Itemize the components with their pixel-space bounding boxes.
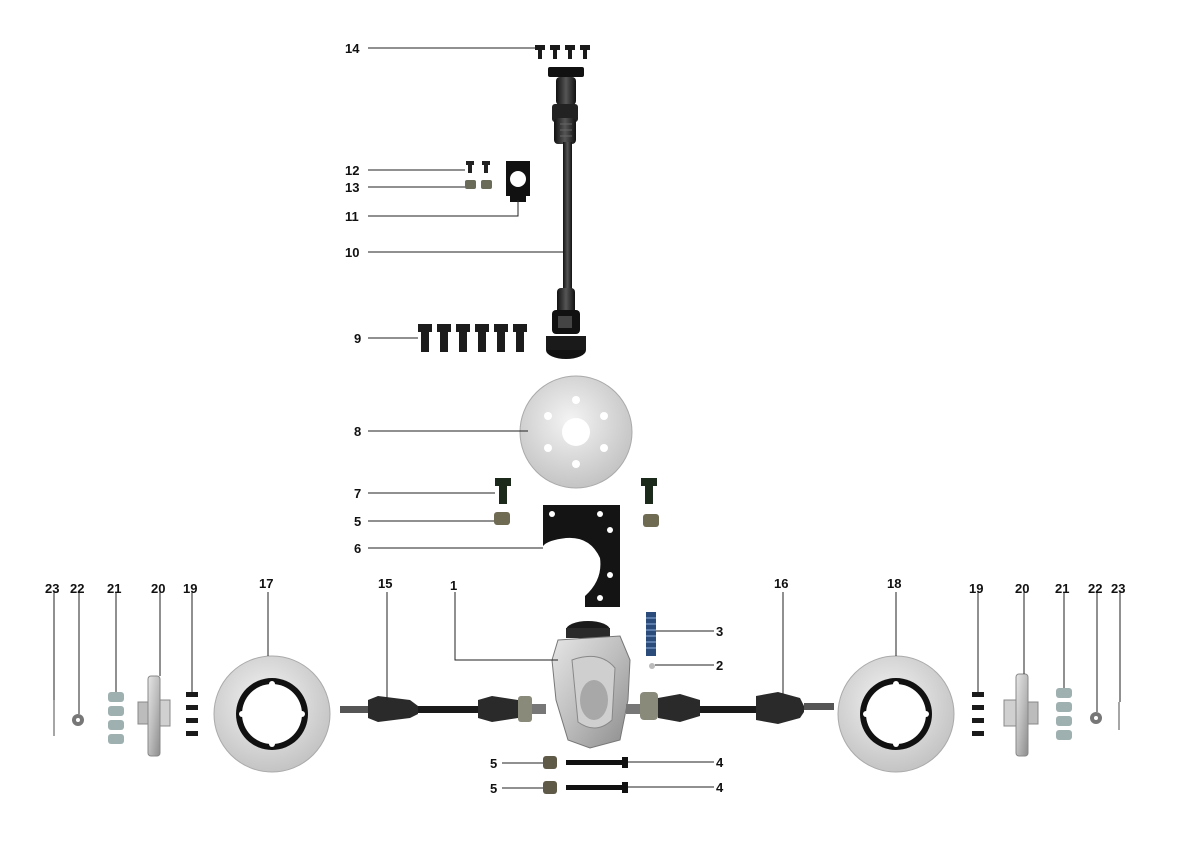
long-bolts-4 xyxy=(566,757,628,793)
callout-9: 9 xyxy=(354,331,361,346)
right-axle-16 xyxy=(626,692,834,724)
callout-20-right: 20 xyxy=(1015,581,1029,596)
callout-23-right: 23 xyxy=(1111,581,1125,596)
callout-5-lower-b: 5 xyxy=(490,781,497,796)
callout-17: 17 xyxy=(259,576,273,591)
callout-7: 7 xyxy=(354,486,361,501)
callout-20-left: 20 xyxy=(151,581,165,596)
left-hub-20 xyxy=(137,675,171,757)
right-hub-bolts-19 xyxy=(972,692,984,736)
callout-16: 16 xyxy=(774,576,788,591)
callout-1: 1 xyxy=(450,578,457,593)
shaft-bolts-14 xyxy=(535,45,590,59)
right-wheel-nuts-21 xyxy=(1056,688,1072,740)
left-brake-disc-17 xyxy=(213,655,331,773)
bolts-7 xyxy=(495,478,657,504)
left-hub-bolts-19 xyxy=(186,692,198,736)
callout-10: 10 xyxy=(345,245,359,260)
callout-23-left: 23 xyxy=(45,581,59,596)
mounting-plate-6 xyxy=(543,505,620,607)
callout-19-right: 19 xyxy=(969,581,983,596)
bracket-11 xyxy=(506,161,530,202)
differential-housing-1 xyxy=(551,621,631,749)
callout-15: 15 xyxy=(378,576,392,591)
callout-3: 3 xyxy=(716,624,723,639)
callout-22-left: 22 xyxy=(70,581,84,596)
callout-21-left: 21 xyxy=(107,581,121,596)
callout-12: 12 xyxy=(345,163,359,178)
callout-13: 13 xyxy=(345,180,359,195)
right-hub-20 xyxy=(1003,673,1039,757)
screw-2 xyxy=(649,663,655,669)
callout-8: 8 xyxy=(354,424,361,439)
left-washer-22 xyxy=(72,714,84,726)
callout-2: 2 xyxy=(716,658,723,673)
callout-11: 11 xyxy=(345,209,359,224)
callout-5-lower-a: 5 xyxy=(490,756,497,771)
nuts-5-lower xyxy=(543,756,557,794)
nuts-5-upper xyxy=(494,512,659,527)
callout-4-lower: 4 xyxy=(716,780,724,795)
callout-19-left: 19 xyxy=(183,581,197,596)
leader-lines xyxy=(53,47,1121,789)
spring-3 xyxy=(646,612,656,656)
callout-18: 18 xyxy=(887,576,901,591)
callout-22-right: 22 xyxy=(1088,581,1102,596)
right-washer-22 xyxy=(1090,712,1102,724)
bolts-9 xyxy=(418,324,527,352)
callout-labels: 14 12 13 11 10 9 8 7 5 6 3 2 1 4 4 5 5 1… xyxy=(45,41,1125,796)
flat-disc-8 xyxy=(519,375,633,489)
right-brake-disc-18 xyxy=(837,655,955,773)
left-axle-15 xyxy=(340,696,546,722)
callout-4-upper: 4 xyxy=(716,755,724,770)
callout-6: 6 xyxy=(354,541,361,556)
callout-5-upper: 5 xyxy=(354,514,361,529)
small-bolts-12 xyxy=(466,161,490,173)
drive-shaft xyxy=(546,67,586,359)
left-wheel-nuts-21 xyxy=(108,692,124,744)
nuts-13 xyxy=(465,180,492,189)
callout-14: 14 xyxy=(345,41,360,56)
callout-21-right: 21 xyxy=(1055,581,1069,596)
